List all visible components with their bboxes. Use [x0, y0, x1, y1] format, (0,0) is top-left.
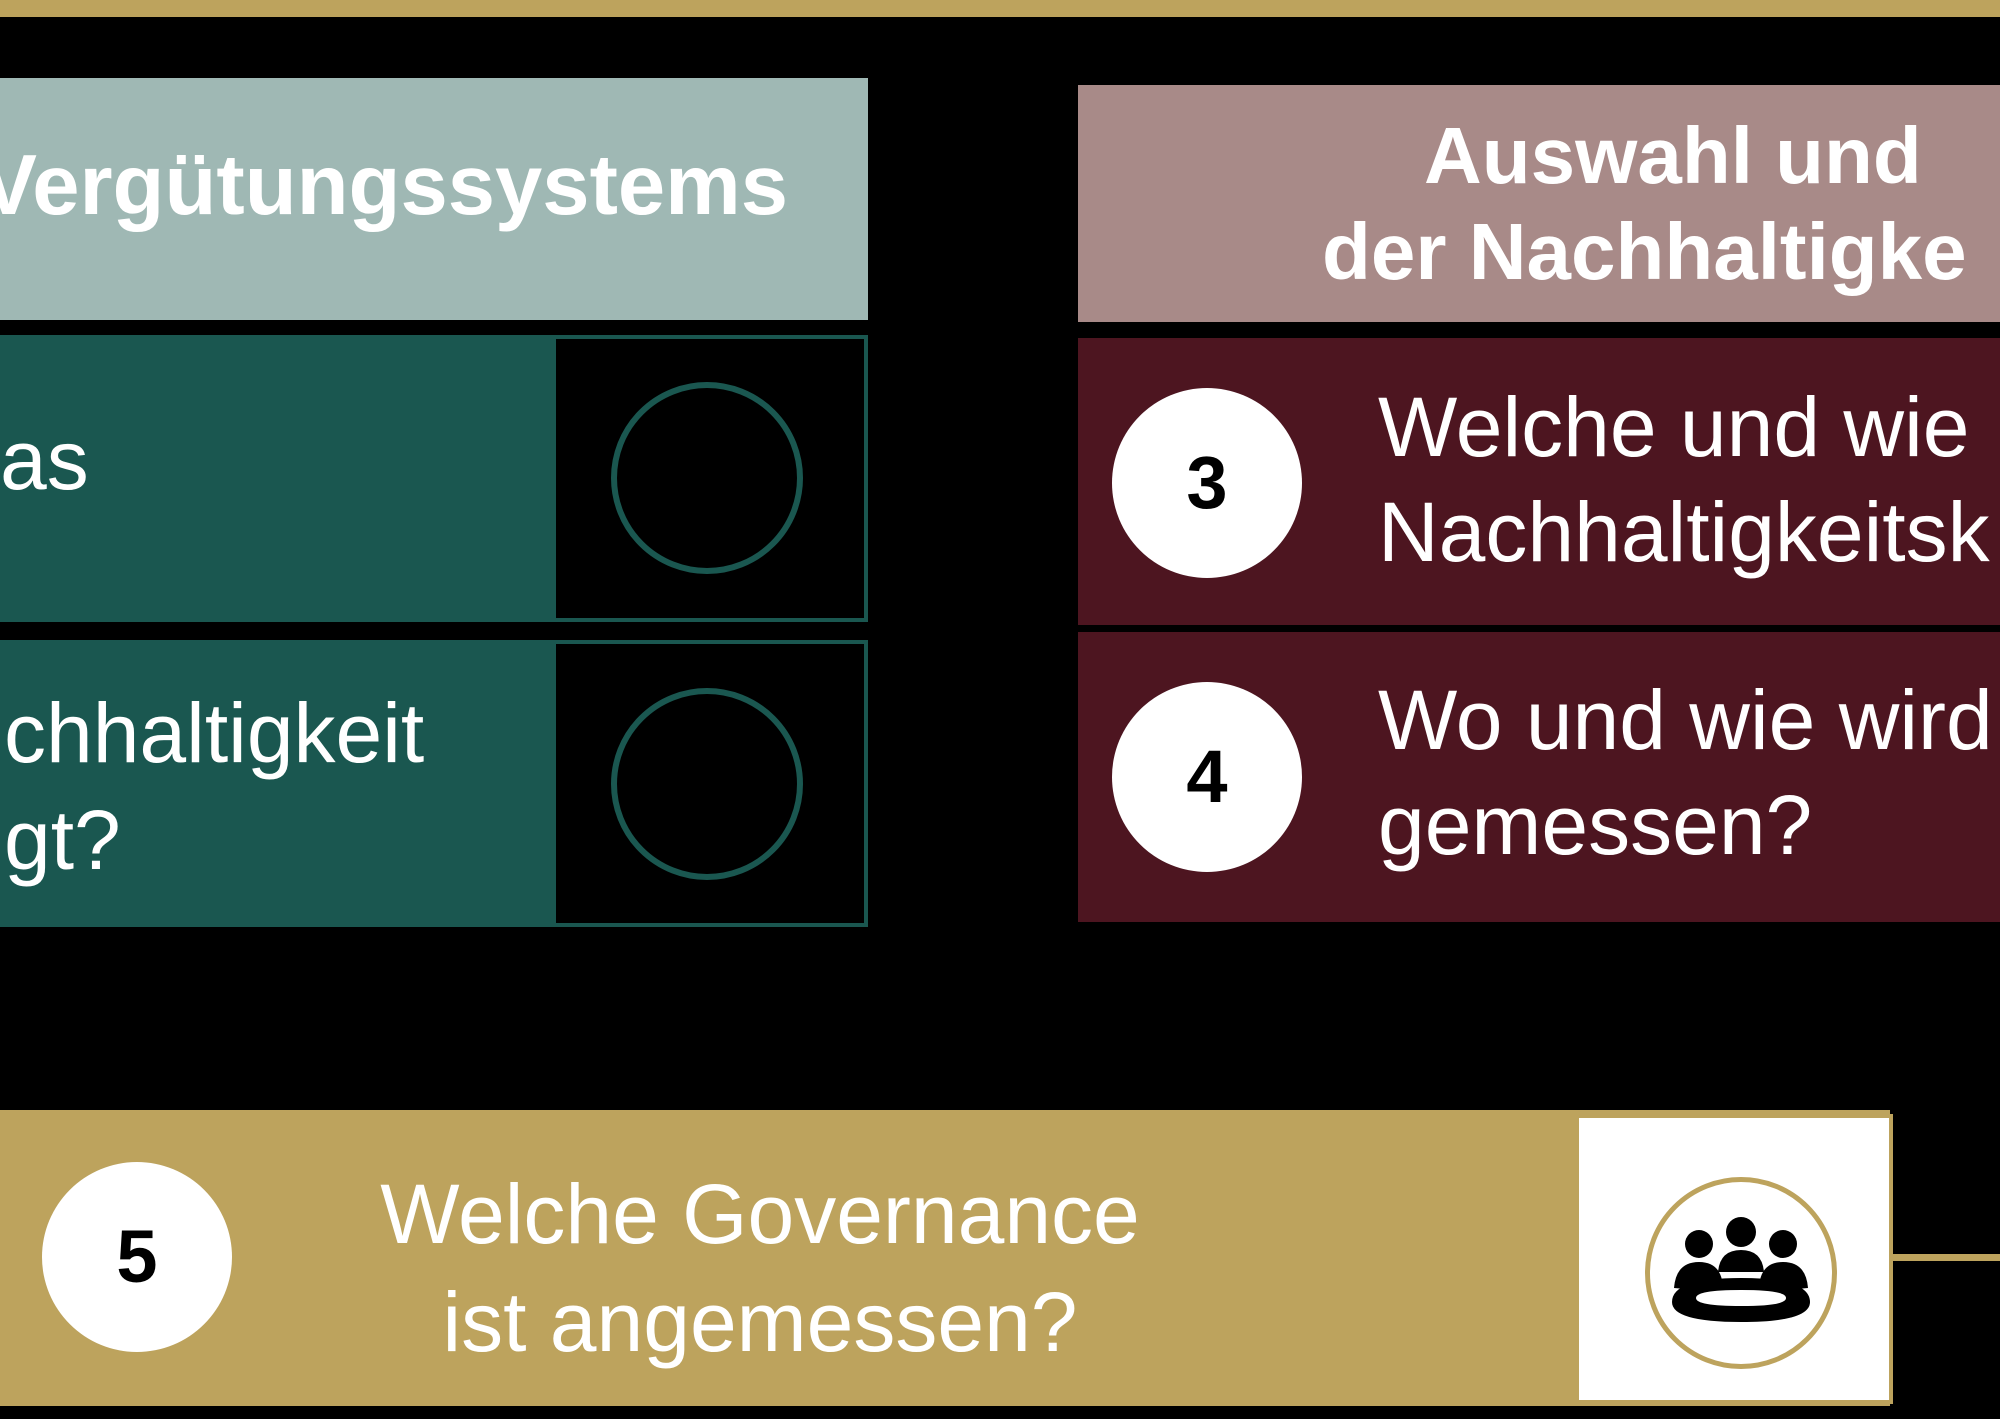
left-row-2-text: chhaltigkeit gt?	[4, 686, 425, 887]
right-row-3-text: Welche und wie Nachhaltigkeitsk	[1378, 380, 1990, 579]
top-gold-bar	[0, 0, 2000, 17]
left-row-1-text: as	[0, 413, 89, 507]
right-row-3: 3 Welche und wie Nachhaltigkeitsk	[1078, 338, 2000, 625]
meeting-group-icon	[1645, 1177, 1837, 1369]
left-row-1: as	[0, 335, 556, 622]
right-panel-title-line2: der Nachhaltigke	[1322, 207, 1967, 296]
left-row-1-check-box	[552, 335, 868, 622]
left-row-2: chhaltigkeit gt?	[0, 640, 556, 927]
governance-question-line1: Welche Governance	[380, 1167, 1140, 1261]
governance-icon-box	[1575, 1114, 1893, 1404]
step-number-badge: 3	[1112, 388, 1302, 578]
step-number-badge: 4	[1112, 682, 1302, 872]
connector-line	[1890, 1254, 2000, 1261]
empty-circle-icon	[611, 688, 803, 880]
left-row-2-check-box	[552, 640, 868, 927]
step-number-badge: 5	[42, 1162, 232, 1352]
governance-question-line2: ist angemessen?	[442, 1275, 1078, 1369]
left-panel-title: Vergütungssystems	[0, 138, 788, 233]
governance-question: Welche Governance ist angemessen?	[245, 1160, 1275, 1376]
right-row-4: 4 Wo und wie wird gemessen?	[1078, 632, 2000, 922]
meeting-group-icon-graphic	[1672, 1217, 1810, 1322]
right-panel-title-line1: Auswahl und	[1424, 111, 1922, 200]
right-row-4-text: Wo und wie wird gemessen?	[1378, 673, 1993, 872]
left-panel-header: Vergütungssystems	[0, 78, 868, 320]
right-panel-header: Auswahl und der Nachhaltigke	[1078, 85, 2000, 322]
empty-circle-icon	[611, 382, 803, 574]
